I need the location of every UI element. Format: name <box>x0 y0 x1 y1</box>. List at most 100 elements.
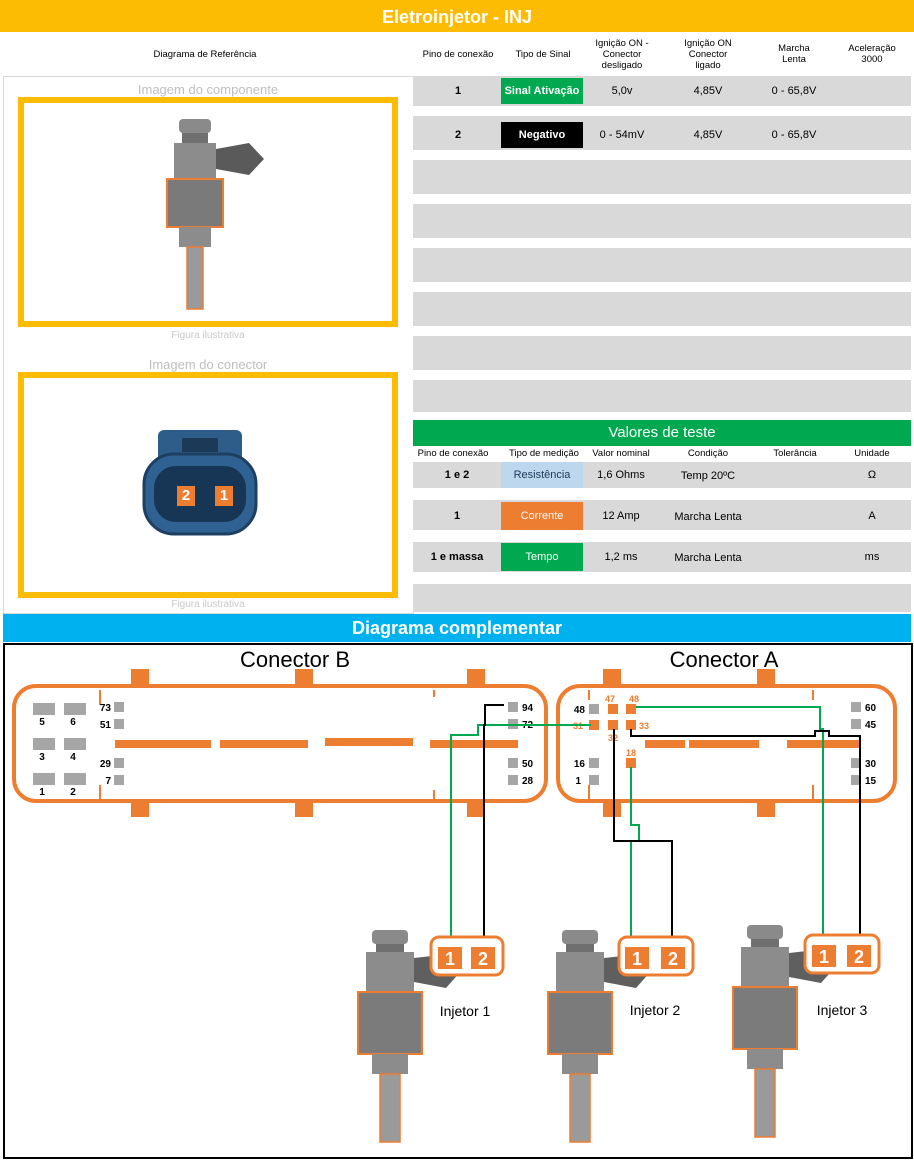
wire-inj2-pin2 <box>613 729 673 949</box>
ca-pin-18: 18 <box>626 748 636 758</box>
tv-row-3-pin: 1 e massa <box>430 551 484 563</box>
component-frame <box>18 97 398 327</box>
tv-row-3-condition: Marcha Lenta <box>674 552 742 564</box>
header-ign-on-line3: ligado <box>695 59 721 71</box>
injector-2-pin-2: 2 <box>668 949 678 969</box>
signal-row-2-ign-on: 4,85V <box>693 129 723 141</box>
header-marcha: Marcha Lenta <box>755 34 833 74</box>
header-acel: Aceleração 3000 <box>833 34 911 74</box>
cb-pin-5: 5 <box>39 717 45 728</box>
ca-pin-48-left: 48 <box>574 705 586 716</box>
cb-pin-3: 3 <box>39 752 45 763</box>
ca-pin-15: 15 <box>865 776 877 787</box>
ca-pin-47: 47 <box>605 694 615 704</box>
connector-pin-2: 2 <box>181 487 191 504</box>
header-ign-off-line1: Ignição ON - <box>595 37 649 49</box>
row-divider <box>413 412 911 420</box>
row-divider <box>413 370 911 380</box>
row-divider <box>413 150 911 160</box>
tv-row-1-value: 1,6 Ohms <box>597 469 645 481</box>
injector-3-pin-1: 1 <box>819 947 829 967</box>
injector-image <box>166 119 264 310</box>
row-divider <box>413 488 911 500</box>
test-values-title: Valores de teste <box>413 420 911 446</box>
header-acel-line1: Aceleração <box>848 43 896 54</box>
header-ign-on-line1: Ignição ON <box>684 37 732 49</box>
ca-pin-1: 1 <box>575 776 581 787</box>
connector-image <box>142 430 258 536</box>
row-divider <box>413 194 911 204</box>
row-divider <box>413 326 911 336</box>
header-marcha-line2: Lenta <box>782 54 806 65</box>
connector-b-body <box>12 684 548 803</box>
page-title: Eletroinjetor - INJ <box>0 0 914 32</box>
injector-1-pin-1: 1 <box>445 949 455 969</box>
ca-pin-45: 45 <box>865 720 877 731</box>
injector-1-label: Injetor 1 <box>440 1003 491 1019</box>
ca-pin-48: 48 <box>629 694 639 704</box>
tv-row-3-value: 1,2 ms <box>604 551 638 563</box>
signal-row-2-ign-off: 0 - 54mV <box>599 129 645 141</box>
tv-header-condicao: Condição <box>687 448 729 459</box>
row-divider <box>413 106 911 116</box>
cb-pin-50: 50 <box>522 759 534 770</box>
diagram-title: Diagrama complementar <box>3 614 911 642</box>
injector-1-pin-2: 2 <box>478 949 488 969</box>
tv-row-1-unit: Ω <box>867 469 877 481</box>
tv-row-2-tolerance <box>755 502 835 530</box>
row-divider <box>413 530 911 542</box>
tv-row-2-value: 12 Amp <box>602 510 640 522</box>
wire-inj3-pin2 <box>630 729 861 947</box>
tv-row-2-type: Corrente <box>501 502 583 530</box>
signal-row-1-pin: 1 <box>454 85 462 97</box>
test-values-header-bg <box>413 446 911 462</box>
ca-pin-60: 60 <box>865 703 877 714</box>
signal-row-2-marcha: 0 - 65,8V <box>771 129 817 141</box>
header-ign-off: Ignição ON - Conector desligado <box>583 34 661 74</box>
tv-row-1-tolerance <box>755 462 835 488</box>
injector-2-pin-1: 1 <box>632 949 642 969</box>
injector-3-label: Injetor 3 <box>817 1002 868 1018</box>
tv-row-3-unit: ms <box>864 551 880 563</box>
tv-row-1-condition: Temp 20ºC <box>680 470 736 482</box>
cb-pin-28: 28 <box>522 776 534 787</box>
cb-pin-4: 4 <box>70 752 76 763</box>
header-ign-on-line2: Conector <box>688 48 728 60</box>
row-divider <box>413 572 911 584</box>
tv-header-tipo: Tipo de medição <box>509 448 579 459</box>
header-pino: Pino de conexão <box>422 48 494 60</box>
connector-caption: Imagem do conector <box>148 357 268 372</box>
signal-row-2-pin: 2 <box>454 129 462 141</box>
cb-pin-1: 1 <box>39 787 45 798</box>
header-marcha-line1: Marcha <box>778 43 810 54</box>
cb-pin-2: 2 <box>70 787 76 798</box>
wire-inj2-pin1 <box>630 767 640 949</box>
header-ign-off-line2: Conector <box>602 48 642 60</box>
cb-pin-7: 7 <box>105 776 111 787</box>
cb-pin-94: 94 <box>522 703 534 714</box>
tv-row-2-pin: 1 <box>453 510 461 522</box>
connector-frame: 2 1 <box>18 372 398 598</box>
connector-a-body <box>556 684 897 803</box>
injector-3-pin-2: 2 <box>854 947 864 967</box>
connector-a-label: Conector A <box>670 647 779 672</box>
row-divider <box>413 238 911 248</box>
wiring-diagram: Conector B 5 6 3 4 1 2 73 51 29 7 94 72 … <box>3 643 913 1159</box>
ca-pin-16: 16 <box>574 759 586 770</box>
tv-header-tolerancia: Tolerância <box>773 448 817 459</box>
tv-row-1-pin: 1 e 2 <box>444 469 470 481</box>
row-divider <box>413 282 911 292</box>
ca-pin-30: 30 <box>865 759 877 770</box>
ca-pin-33: 33 <box>639 721 649 731</box>
wiring-svg: Conector B 5 6 3 4 1 2 73 51 29 7 94 72 … <box>12 647 897 1143</box>
tv-row-2-unit: A <box>868 510 876 522</box>
wire-inj3-pin1 <box>636 706 824 947</box>
signal-row-1-type: Sinal Ativação <box>501 78 583 104</box>
cb-pin-6: 6 <box>70 717 76 728</box>
header-ign-on: Ignição ON Conector ligado <box>668 34 748 74</box>
connector-pin-1: 1 <box>219 487 229 504</box>
signal-row-1-ign-on: 4,85V <box>693 85 723 97</box>
tv-row-3-type: Tempo <box>501 543 583 571</box>
cb-pin-73: 73 <box>100 703 112 714</box>
signal-row-1-ign-off: 5,0v <box>611 85 633 97</box>
